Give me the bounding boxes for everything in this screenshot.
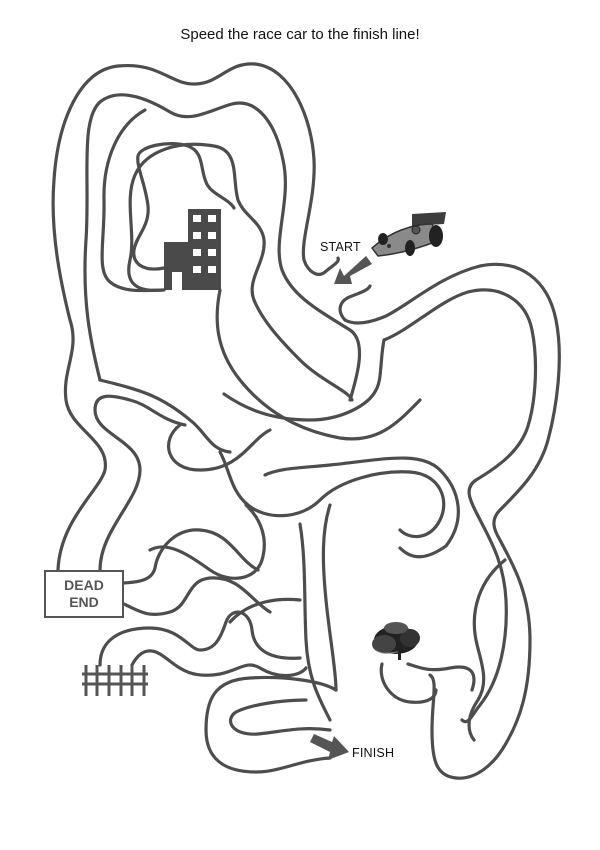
worksheet-title: Speed the race car to the finish line! [180, 26, 420, 43]
fence-icon [82, 665, 148, 696]
race-car-icon [370, 212, 446, 257]
start-arrow-icon [334, 256, 372, 284]
dead-end-sign: DEAD END [44, 570, 124, 618]
finish-arrow-icon [310, 734, 349, 760]
tree-icon [372, 622, 420, 660]
dead-end-line2: END [69, 594, 99, 610]
dead-end-line1: DEAD [64, 577, 104, 593]
finish-label: FINISH [352, 746, 395, 760]
maze-walls [51, 62, 561, 780]
building-icon [164, 209, 221, 290]
start-label: START [320, 240, 361, 254]
